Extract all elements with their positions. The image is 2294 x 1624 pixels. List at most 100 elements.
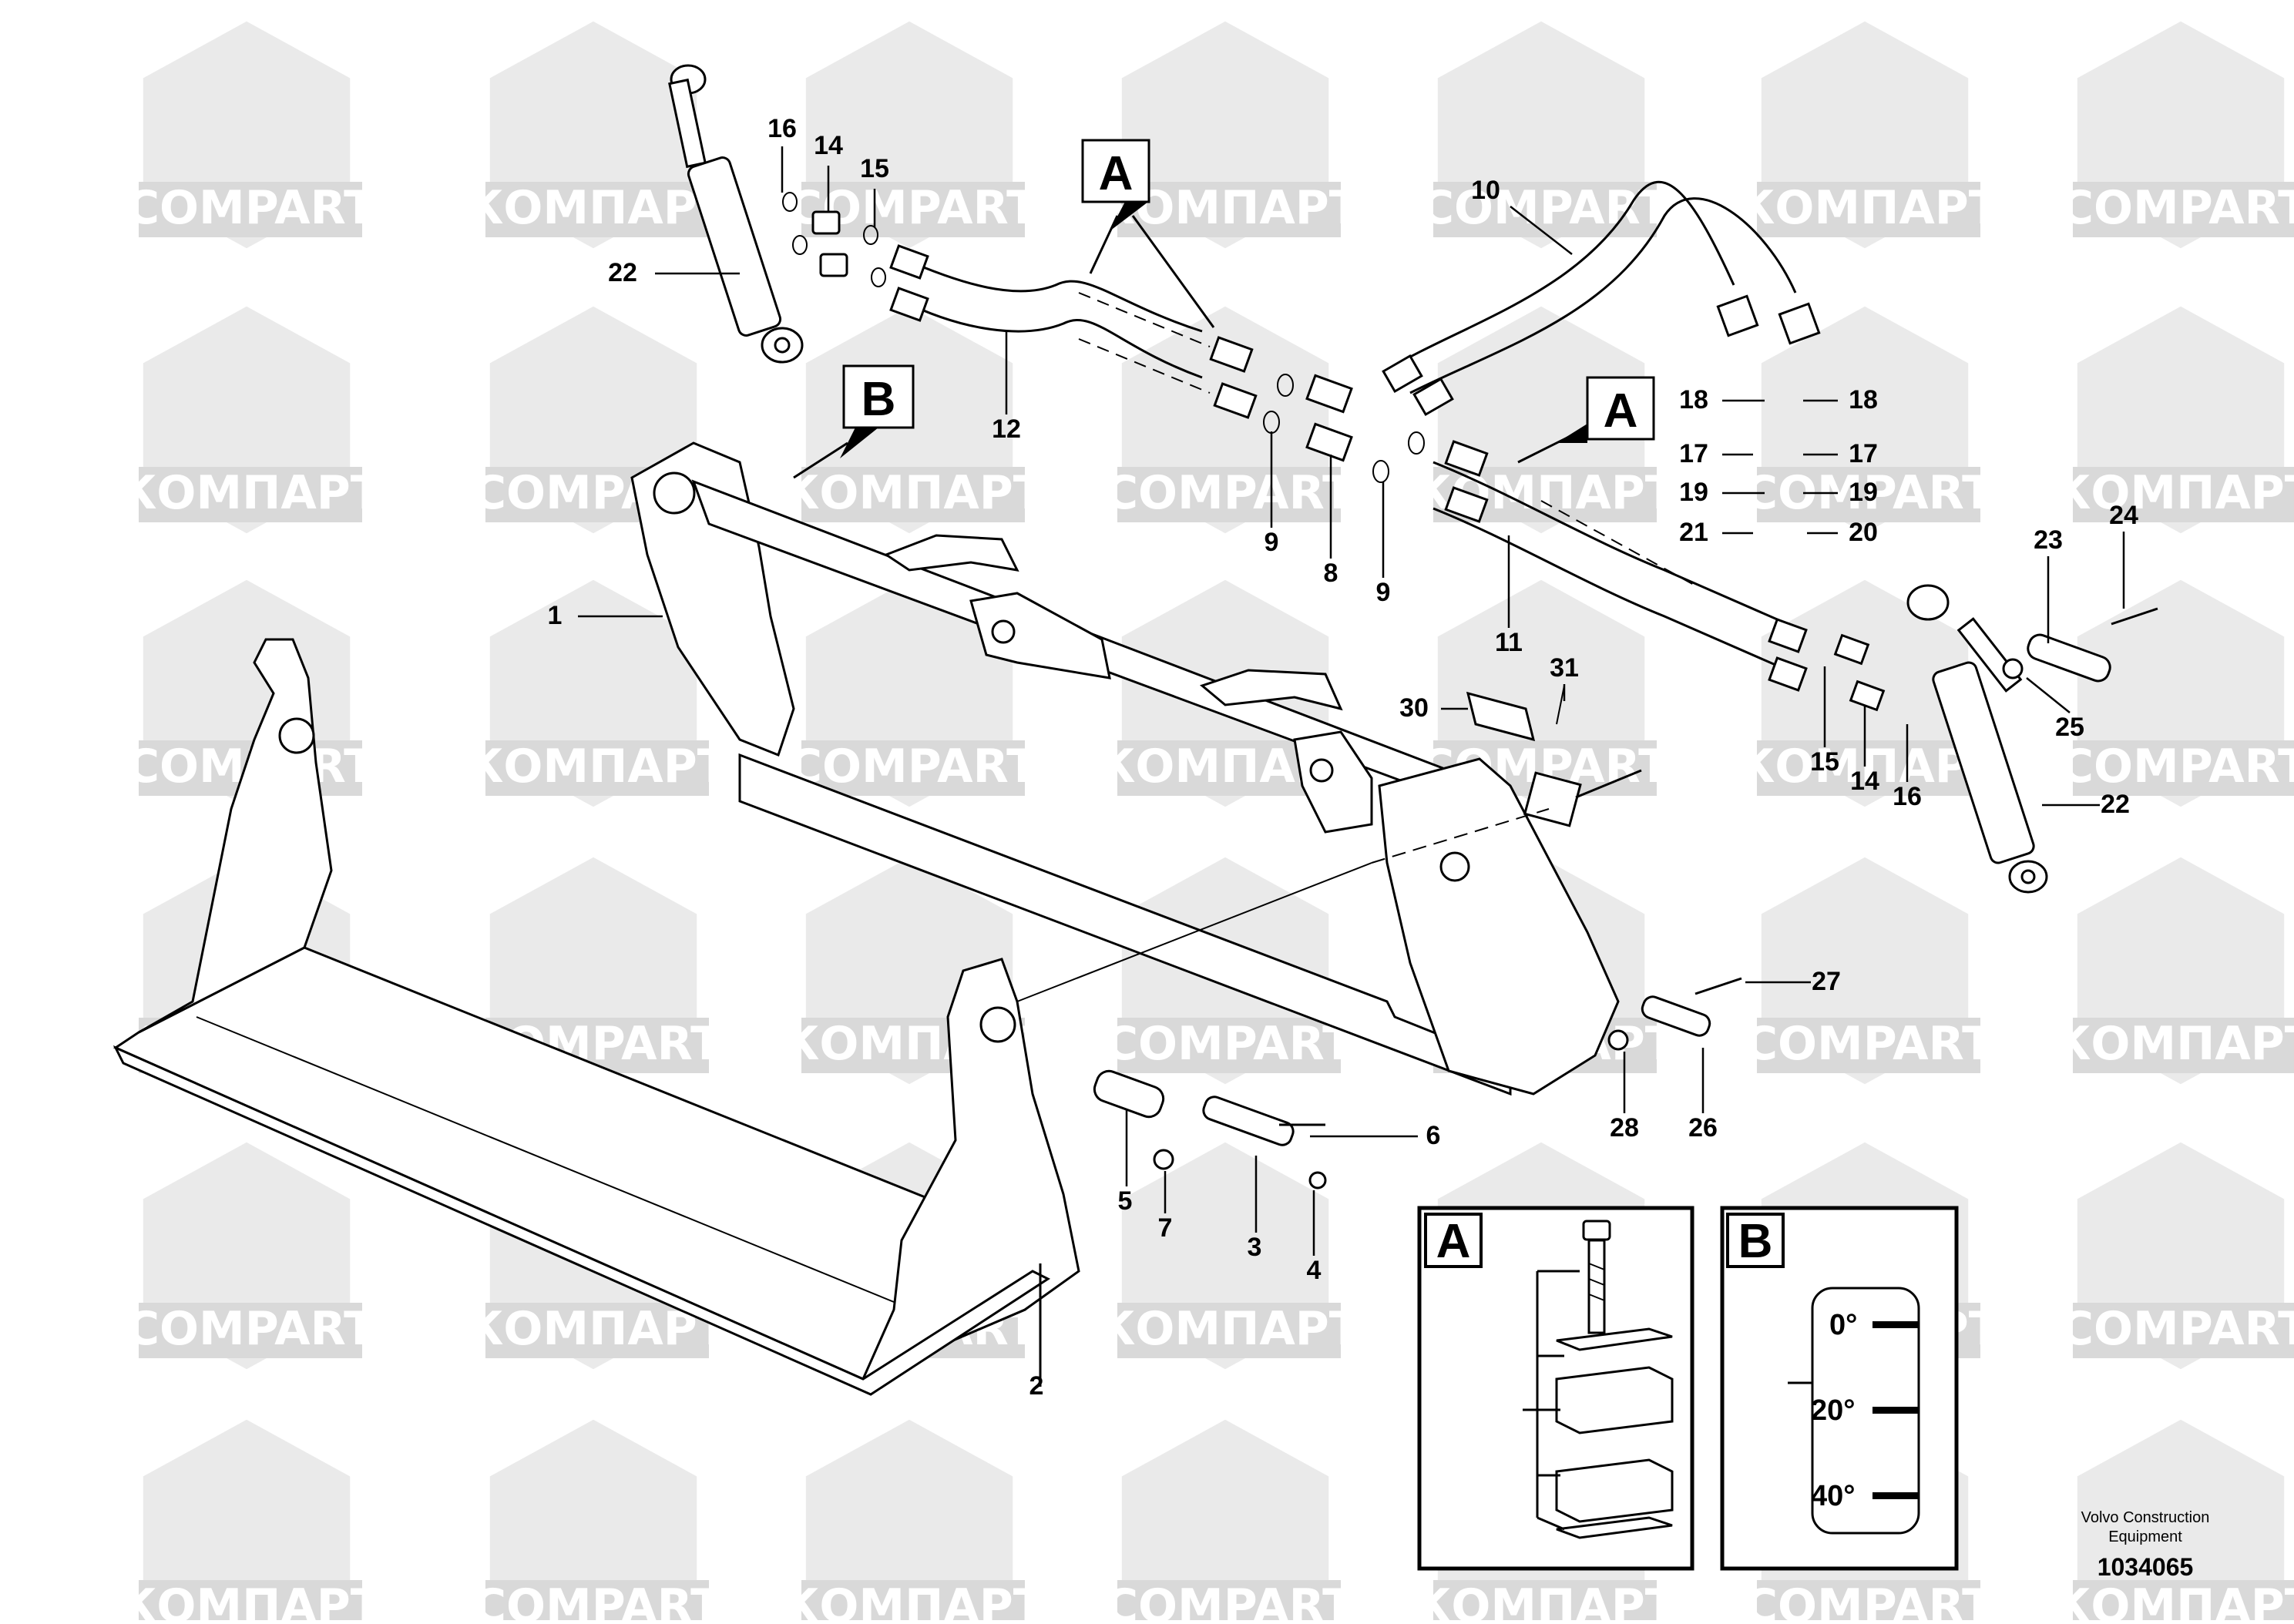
callout-c12: 12 [992,414,1021,444]
watermark-text: COMPART [1104,1579,1354,1620]
watermark-text: КОМПАРТ [781,1579,1044,1620]
watermark-text: КОМПАРТ [465,181,728,235]
callout-c1: 1 [548,601,563,630]
watermark-text: КОМПАРТ [2053,1017,2294,1071]
callout-c15b: 15 [1810,747,1839,777]
watermark-band [1433,1580,1657,1624]
clamp-bolt [1582,1220,1611,1334]
watermark-band [485,182,709,237]
watermark-band [2073,740,2294,796]
callout-c22b: 22 [2101,790,2130,819]
scale-label-0: 0° [1829,1309,1857,1341]
callout-c30: 30 [1399,693,1429,723]
hose-12 [901,257,1211,394]
watermark-band [2073,467,2294,522]
callout-leaders [578,146,2125,1364]
callout-c28: 28 [1610,1113,1639,1143]
pin-set-lower [1093,1069,1327,1189]
document-number: 1034065 [2098,1553,2194,1581]
hose-10 [1386,180,1797,394]
watermark-band [1757,1580,1980,1624]
watermark-text: COMPART [1104,466,1354,520]
watermark-band [1757,740,1980,796]
callout-c19a: 19 [1679,478,1708,507]
watermark-band [139,1580,362,1624]
watermark-text: COMPART [1744,1579,1993,1620]
watermark-band [485,1580,709,1624]
quick-coupler-frame [630,441,1642,1096]
callout-c16a: 16 [767,114,797,143]
callout-c15a: 15 [860,154,889,183]
watermark-band [139,182,362,237]
watermark-band [2073,1580,2294,1624]
callout-numbers: 1234567899101112131414151516161717181819… [548,114,2138,1425]
watermark-band [485,740,709,796]
callout-c10: 10 [1471,176,1500,205]
watermark-text: COMPART [1420,181,1670,235]
watermark-hexagon [2077,1419,2285,1624]
watermark-band [1117,1303,1341,1358]
watermark-band [2073,182,2294,237]
pin-set-right [1607,977,1742,1051]
callout-c23: 23 [2034,525,2063,555]
watermark-band [1757,1018,1980,1073]
watermark-text: COMPART [126,1302,375,1356]
watermark-layer: COMPART КОМПАРТ COMPART КОМПАРТ COMPART КОМПА… [119,21,2294,1624]
watermark-text: КОМПАРТ [1413,1579,1676,1620]
inset-b: B 0° 20° 40° [1720,1206,1959,1571]
callout-c21: 21 [1679,518,1708,547]
watermark-hexagon [805,1419,1013,1624]
footer-credit: Volvo Construction Equipment 1034065 [2081,1509,2210,1581]
callout-c19b: 19 [1849,478,1878,507]
callout-c3: 3 [1248,1233,1262,1262]
watermark-text: COMPART [1744,466,1993,520]
callout-c8: 8 [1324,559,1338,588]
watermark-band [139,1303,362,1358]
watermark-band [1757,182,1980,237]
watermark-text: КОМПАРТ [119,466,381,520]
watermark-text: COMPART [2060,740,2294,794]
callout-c17a: 17 [1679,439,1708,468]
callout-c20: 20 [1849,518,1878,547]
watermark-band [485,1303,709,1358]
inset-a: A [1417,1206,1694,1571]
detail-flag-a-upper: A [1081,139,1215,328]
callout-c5: 5 [1118,1186,1133,1216]
callout-c22a: 22 [608,258,637,287]
watermark-band [1117,467,1341,522]
clamp-plate-bottom [1556,1516,1673,1539]
watermark-hexagon [1121,1419,1329,1624]
watermark-band [1117,1580,1341,1624]
inset-b-label: B [1738,1215,1773,1268]
watermark-text: КОМПАРТ [781,466,1044,520]
detail-flag-a-lower-label: A [1604,384,1638,438]
watermark-text: КОМПАРТ [1097,1302,1360,1356]
scale-mark-40 [1872,1492,1919,1499]
watermark-band [139,467,362,522]
hose-fittings [782,192,1886,712]
watermark-hexagon [143,1419,351,1624]
callout-c9a: 9 [1265,528,1279,557]
watermark-band [1433,182,1657,237]
callout-c17b: 17 [1849,439,1878,468]
detail-flag-a-lower: A [1517,376,1655,464]
callout-c18b: 18 [1849,385,1878,414]
clamp-half-lower [1555,1458,1674,1523]
watermark-band [801,740,1025,796]
scale-label-20: 20° [1811,1394,1855,1427]
watermark-band [801,1580,1025,1624]
watermark-text: COMPART [788,740,1038,794]
scale-mark-20 [1872,1407,1919,1414]
callout-c25: 25 [2055,713,2084,742]
watermark-band [1117,182,1341,237]
callout-c11: 11 [1495,628,1523,657]
watermark-text: КОМПАРТ [1737,181,2000,235]
callout-c16b: 16 [1893,782,1922,811]
callout-c14b: 14 [1850,767,1879,796]
watermark-text: COMPART [1104,1017,1354,1071]
callout-c31: 31 [1550,653,1579,683]
scale-mark-0 [1872,1321,1919,1328]
watermark-text: КОМПАРТ [2053,466,2294,520]
watermark-hexagon [489,1419,697,1624]
